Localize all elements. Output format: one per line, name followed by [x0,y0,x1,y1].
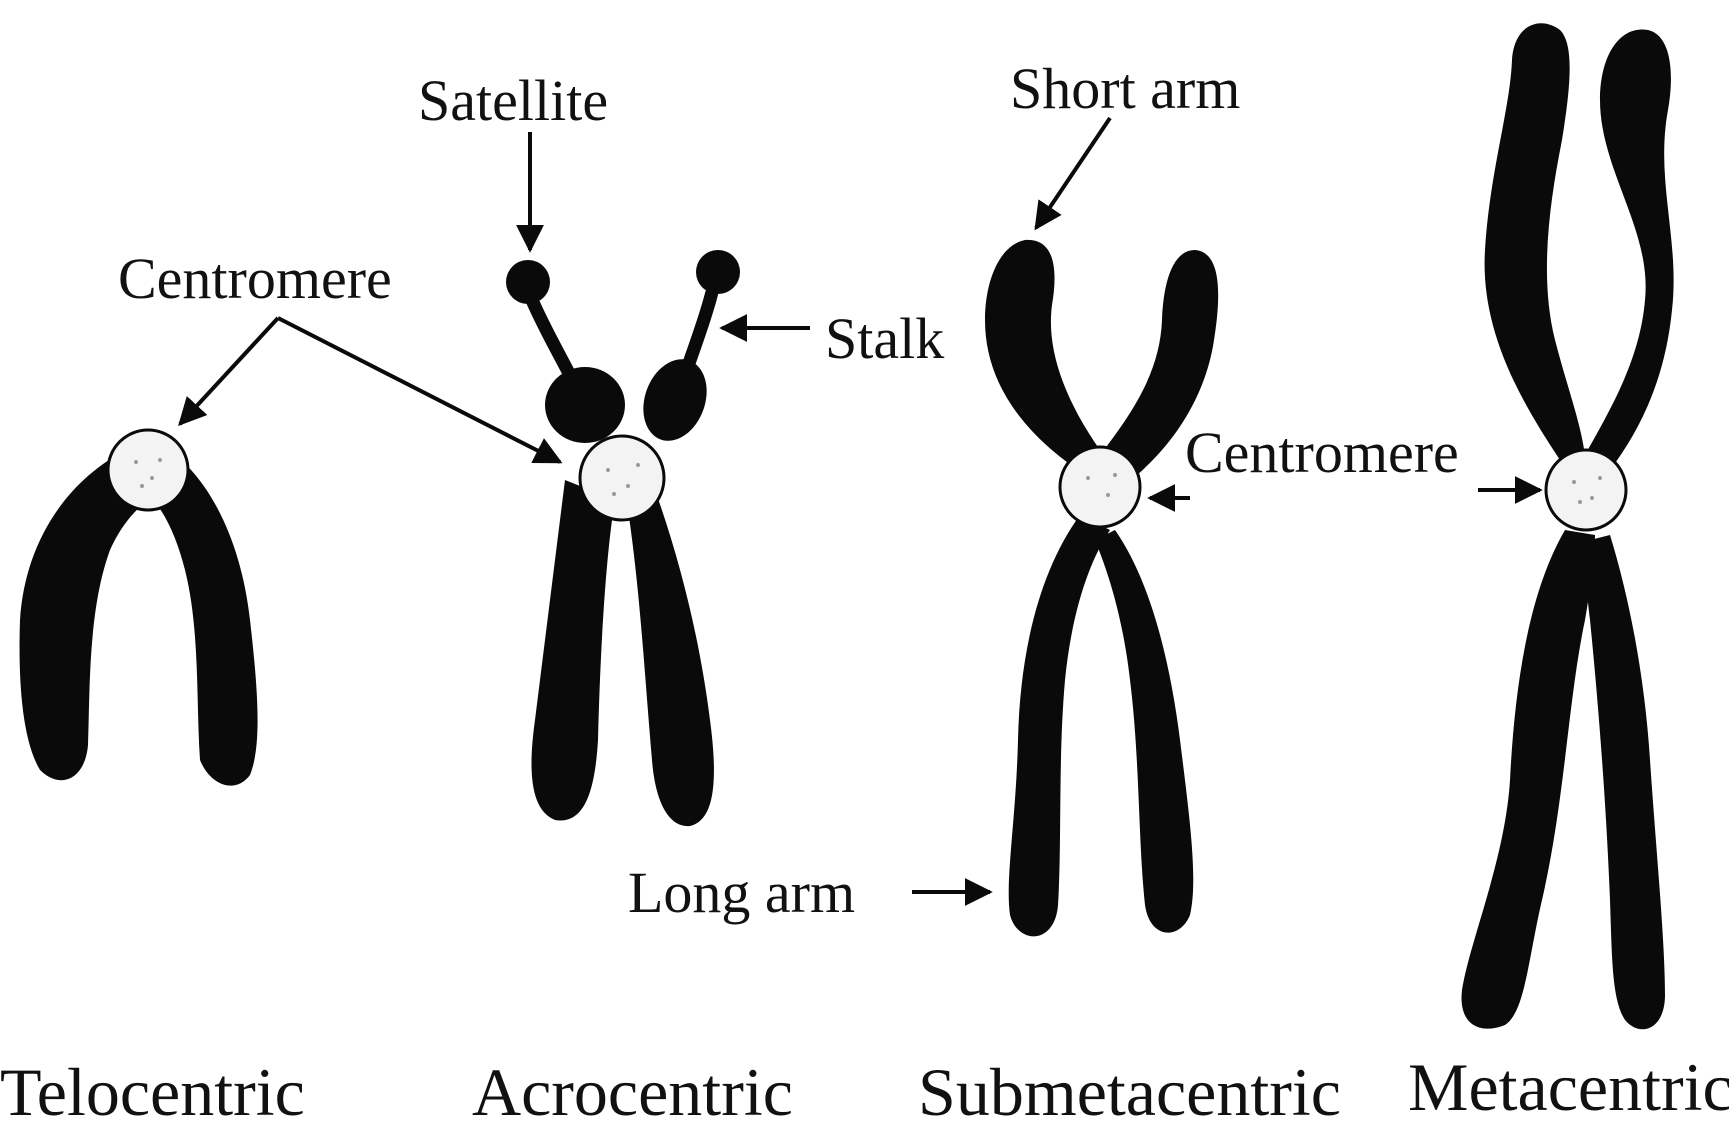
short-arm-label: Short arm [1010,56,1240,121]
acrocentric-right-short-arm [632,350,717,449]
metacentric-chromosome [1462,23,1674,1029]
telocentric-chromosome [20,430,258,786]
long-arm-label: Long arm [628,860,855,925]
acrocentric-left-satellite [506,260,550,304]
caption-metacentric: Metacentric [1408,1049,1729,1125]
short-arm-arrow [1036,118,1110,228]
acrocentric-left-long-arm [532,480,615,820]
submetacentric-right-long-arm [1095,530,1193,933]
submetacentric-chromosome [985,240,1218,936]
centromere-right-label: Centromere [1185,420,1459,485]
submetacentric-left-short-arm [985,240,1100,470]
caption-acrocentric: Acrocentric [472,1054,793,1127]
satellite-label: Satellite [418,68,608,133]
acrocentric-centromere [580,436,664,520]
submetacentric-left-long-arm [1009,515,1110,936]
metacentric-right-upper-arm [1585,29,1674,470]
metacentric-left-upper-arm [1485,23,1585,460]
acrocentric-left-short-arm [545,367,625,443]
submetacentric-centromere [1060,447,1140,527]
acrocentric-chromosome [506,250,740,826]
metacentric-centromere [1546,450,1626,530]
caption-telocentric: Telocentric [0,1054,305,1127]
centromere-left-arrow-to-acrocentric [278,318,560,462]
acrocentric-right-satellite [696,250,740,294]
caption-submetacentric: Submetacentric [918,1054,1341,1127]
acrocentric-right-long-arm [628,490,714,826]
stalk-label: Stalk [825,306,944,371]
telocentric-centromere [108,430,188,510]
metacentric-right-lower-arm [1586,535,1665,1029]
metacentric-left-lower-arm [1462,530,1595,1029]
centromere-left-label: Centromere [118,246,392,311]
centromere-left-arrow-to-telocentric [180,318,278,424]
